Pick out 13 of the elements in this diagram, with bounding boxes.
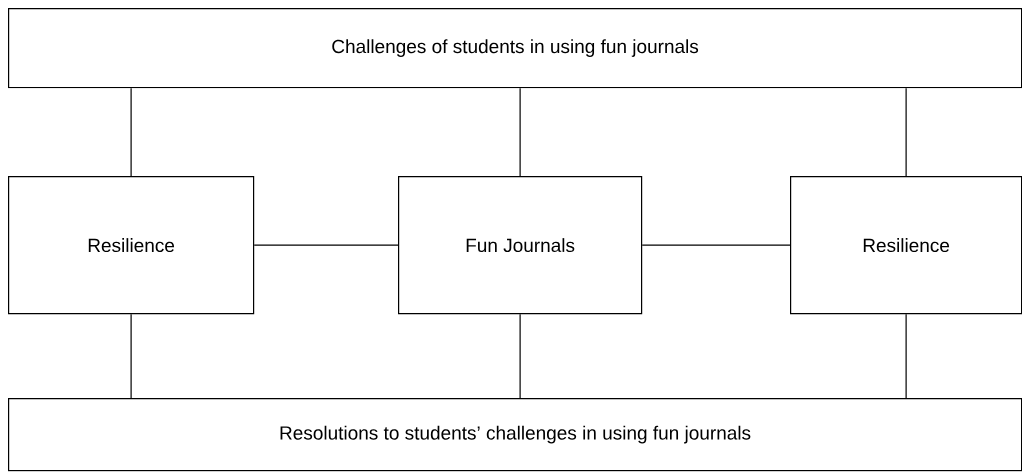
connector-line (130, 313, 132, 399)
connector-line (905, 313, 907, 399)
heading-box: Resolutions to students’ challenges in using fun journals (8, 398, 1022, 472)
connector-line (519, 87, 521, 177)
connector-line (519, 313, 521, 399)
heading-box: Challenges of students in using fun journals (8, 8, 1022, 89)
connector-line (130, 87, 132, 177)
connector-line (641, 244, 791, 246)
concept-box: Resilience (8, 176, 255, 315)
connector-line (905, 87, 907, 177)
concept-box: Resilience (790, 176, 1022, 315)
connector-line (253, 244, 399, 246)
concept-box: Fun Journals (398, 176, 643, 315)
